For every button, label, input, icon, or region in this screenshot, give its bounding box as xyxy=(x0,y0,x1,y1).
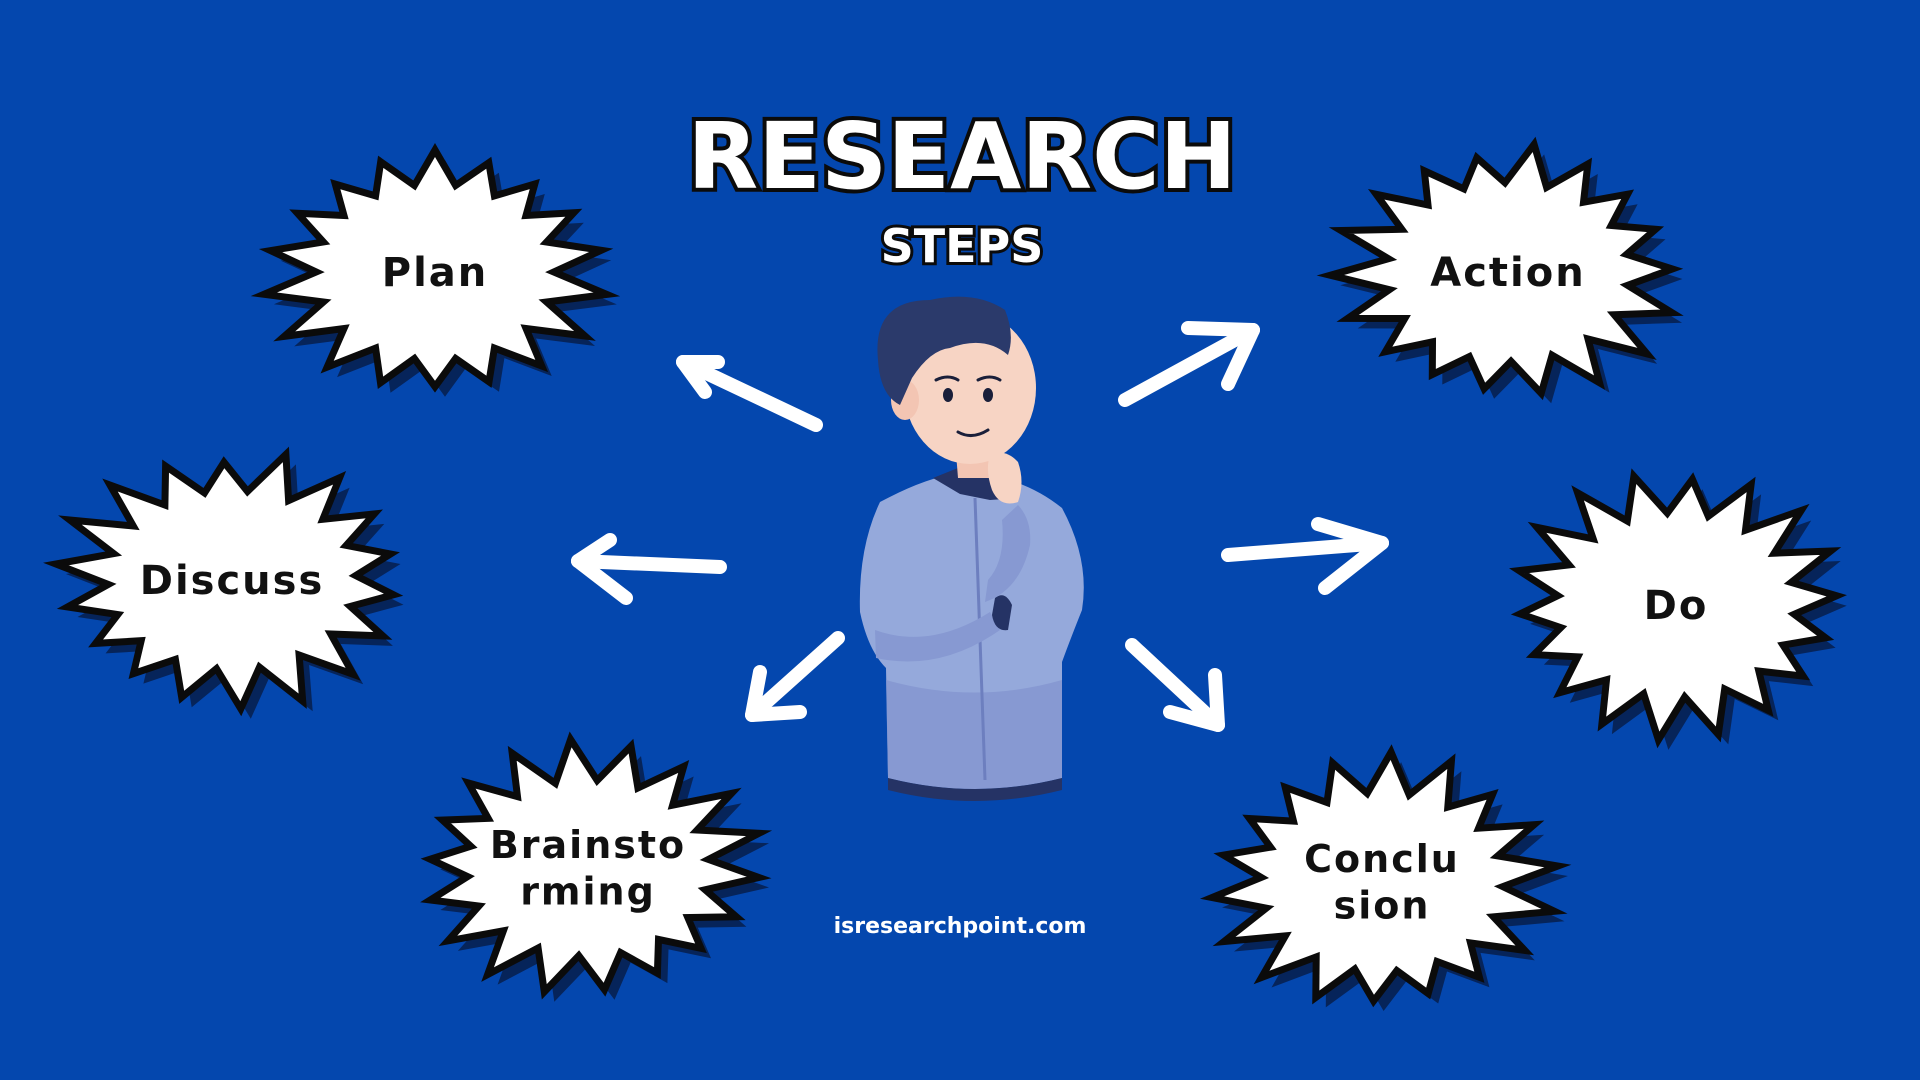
starburst-shape xyxy=(420,731,773,1000)
arrow-to-do xyxy=(1221,517,1389,595)
step-label: Action xyxy=(1430,250,1585,296)
step-label: rming xyxy=(520,869,656,913)
starburst-shape xyxy=(250,143,621,393)
step-plan: Plan xyxy=(250,143,621,397)
step-label: Discuss xyxy=(140,558,325,604)
step-label: Brainsto xyxy=(490,823,686,867)
starburst-shape xyxy=(1199,744,1572,1008)
arrow-to-discuss xyxy=(571,533,727,605)
step-do: Do xyxy=(1509,468,1847,750)
step-label: sion xyxy=(1334,883,1431,927)
starburst-shape xyxy=(1509,468,1847,749)
diagram-title: RESEARCH xyxy=(687,103,1236,210)
site-footer: isresearchpoint.com xyxy=(834,914,1087,939)
diagram-subtitle: STEPS xyxy=(881,219,1044,273)
step-label: Do xyxy=(1644,583,1709,629)
step-label: Plan xyxy=(382,250,489,296)
step-discuss: Discuss xyxy=(43,446,404,719)
arrow-to-plan xyxy=(676,355,823,432)
thinking-person-illustration xyxy=(859,296,1084,801)
arrow-to-action xyxy=(1118,321,1260,407)
step-label: Conclu xyxy=(1304,837,1460,881)
starburst-shape xyxy=(43,446,404,717)
starburst-shape xyxy=(1316,136,1684,401)
arrow-to-brainstorming xyxy=(745,631,845,722)
arrow-to-conclusion xyxy=(1125,638,1225,732)
step-action: Action xyxy=(1316,136,1684,404)
